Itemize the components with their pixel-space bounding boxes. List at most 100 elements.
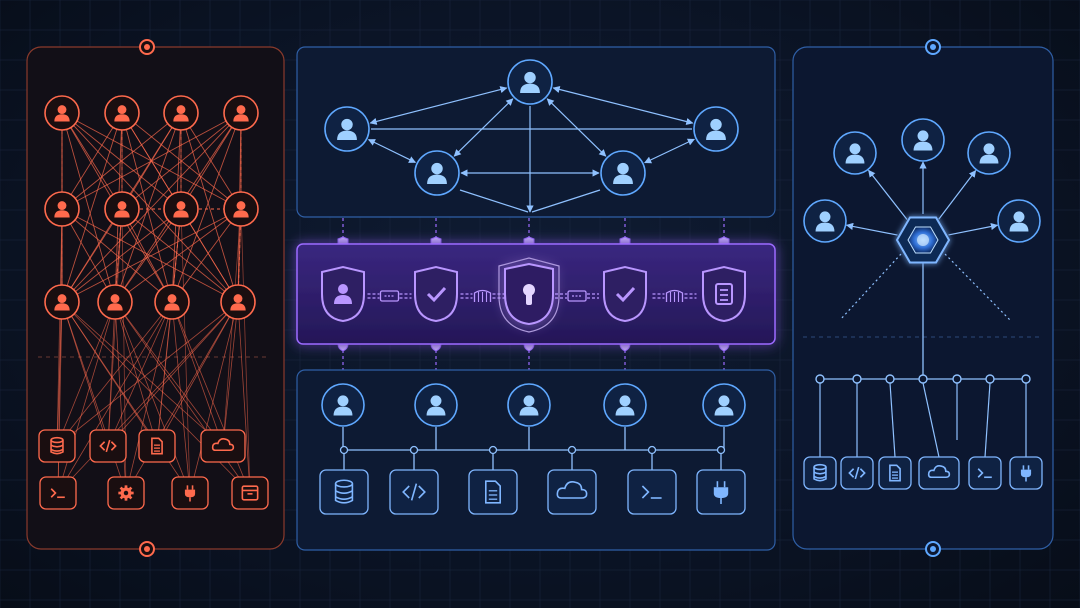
- agent-node: [97, 284, 133, 320]
- agent-node: [220, 284, 256, 320]
- bus-node: [885, 374, 895, 384]
- tool-box: [878, 456, 912, 490]
- document-tool: [468, 469, 518, 515]
- hub-core-icon: [895, 216, 951, 264]
- user-icon: [815, 211, 835, 232]
- user-icon: [230, 294, 246, 311]
- user-icon: [426, 395, 446, 416]
- agent-node: [603, 383, 647, 427]
- agent-node: [44, 95, 80, 131]
- code-tool: [389, 469, 439, 515]
- mesh-edge: [114, 301, 191, 494]
- agent-node: [163, 95, 199, 131]
- mesh-edge: [56, 301, 116, 447]
- document-icon: [485, 480, 501, 504]
- bottom-bus: [339, 427, 726, 470]
- user-icon: [173, 201, 189, 218]
- mesh-edge: [56, 301, 239, 447]
- user-icon: [337, 118, 357, 140]
- terminal-tool: [968, 456, 1002, 490]
- cloud-tool: [200, 429, 246, 463]
- agent-node: [104, 95, 140, 131]
- mesh-edge: [222, 301, 239, 447]
- user-icon: [173, 105, 189, 122]
- hub-spokes: [839, 161, 1011, 378]
- top-agent-edges: [367, 85, 695, 213]
- tool-box: [200, 429, 246, 463]
- shield-user-icon: [321, 265, 365, 323]
- bridge-icon: [460, 289, 505, 302]
- mesh-edge: [171, 301, 191, 494]
- shield-check-icon: [414, 265, 458, 323]
- mesh-edge: [61, 301, 224, 447]
- agent-node: [693, 106, 739, 152]
- bus-node: [815, 374, 825, 384]
- tool-box: [319, 469, 369, 515]
- gateway-icon: [555, 290, 599, 302]
- plug-icon: [1020, 465, 1032, 482]
- mesh-edge: [240, 208, 251, 494]
- mesh-architecture-panel: [26, 39, 285, 557]
- cloud-icon: [927, 465, 951, 479]
- agent-node: [414, 383, 458, 427]
- mesh-edge: [114, 112, 182, 303]
- mesh-edge: [57, 301, 173, 494]
- mesh-edge: [114, 301, 158, 447]
- tool-box: [39, 476, 77, 510]
- agent-node: [44, 191, 80, 227]
- database-icon: [50, 436, 64, 455]
- user-icon: [164, 294, 180, 311]
- code-tool: [840, 456, 874, 490]
- shield-document-icon: [702, 265, 746, 323]
- user-icon: [519, 395, 539, 416]
- hub-agents: [803, 118, 1041, 243]
- cloud-icon: [556, 481, 588, 499]
- tool-box: [547, 469, 597, 515]
- hub-bottom-port-core: [930, 546, 936, 552]
- mesh-edge: [107, 301, 239, 447]
- mesh-edge: [222, 208, 242, 447]
- document-icon: [151, 437, 163, 455]
- hub-architecture-panel: [792, 39, 1054, 557]
- hub-tools: [803, 456, 1043, 490]
- bus-link: [984, 382, 991, 458]
- archive-tool: [231, 476, 269, 510]
- mesh-tools: [38, 429, 269, 510]
- document-icon: [889, 464, 901, 482]
- agent-link: [369, 86, 508, 125]
- mesh-edge: [61, 112, 123, 210]
- hub-spoke: [868, 169, 908, 220]
- plug-tool: [1009, 456, 1043, 490]
- mesh-edge: [61, 112, 116, 303]
- user-icon: [54, 294, 70, 311]
- user-icon: [714, 395, 734, 416]
- shield-check-icon: [603, 265, 647, 323]
- top-agents: [324, 59, 739, 196]
- mesh-edge: [156, 208, 182, 447]
- tool-box: [468, 469, 518, 515]
- agent-link: [546, 98, 607, 157]
- agent-node: [997, 199, 1041, 243]
- mesh-edge: [61, 208, 182, 303]
- document-tool: [138, 429, 176, 463]
- user-icon: [333, 395, 353, 416]
- code-tool: [89, 429, 127, 463]
- bottom-agents: [321, 383, 746, 427]
- mesh-edge: [61, 208, 242, 303]
- user-icon: [114, 201, 130, 218]
- tool-box: [803, 456, 837, 490]
- agent-link: [367, 139, 417, 163]
- mesh-edge: [180, 112, 242, 210]
- mesh-edge: [61, 112, 123, 303]
- user-icon: [427, 162, 447, 184]
- mesh-bottom-port-core: [144, 546, 150, 552]
- mesh-edge: [56, 301, 173, 447]
- tool-box: [38, 429, 76, 463]
- database-tool: [803, 456, 837, 490]
- user-icon: [913, 130, 933, 151]
- terminal-tool: [627, 469, 677, 515]
- user-icon: [615, 395, 635, 416]
- bus-node: [339, 445, 349, 455]
- cloud-icon: [211, 438, 235, 452]
- terminal-icon: [641, 485, 662, 499]
